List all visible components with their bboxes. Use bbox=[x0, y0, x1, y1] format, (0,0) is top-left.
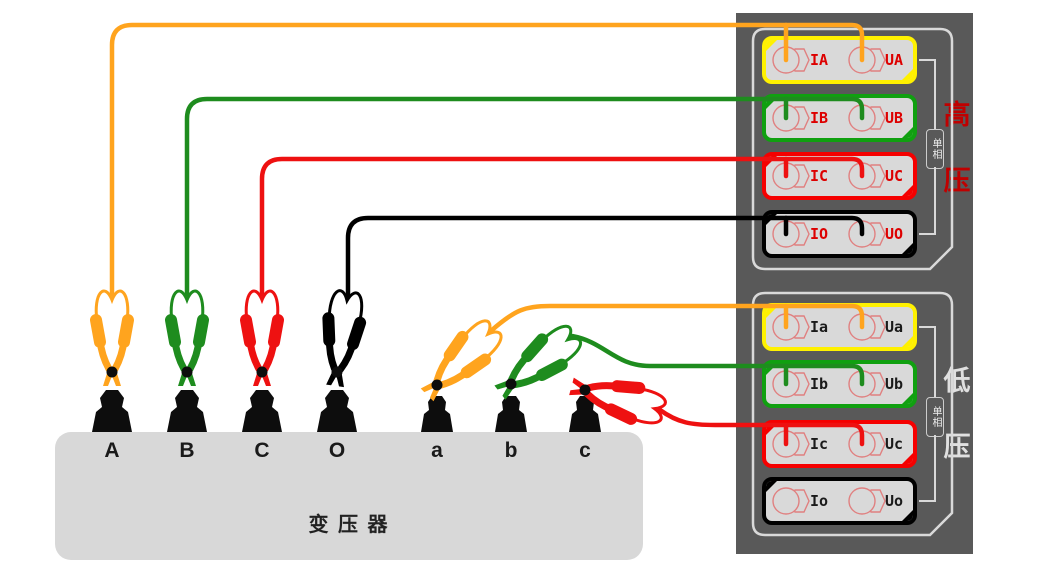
transformer-body bbox=[55, 432, 643, 560]
current-terminal-Io-icon bbox=[771, 485, 813, 517]
voltage-terminal-Uo-icon bbox=[847, 485, 889, 517]
terminal-label-Uo: Uo bbox=[885, 492, 904, 510]
terminal-label-Ub: Ub bbox=[885, 375, 904, 393]
terminal-label-Ia: Ia bbox=[810, 318, 829, 336]
terminal-block-Io-Uo: Io Uo bbox=[762, 477, 917, 525]
terminal-label-Uc: Uc bbox=[885, 435, 904, 453]
transformer-terminal-label-C: C bbox=[254, 439, 270, 462]
transformer-terminal-label-b: b bbox=[504, 439, 518, 462]
voltage-terminal-Ub-icon bbox=[847, 368, 889, 400]
transformer-terminal-label-a: a bbox=[431, 439, 443, 462]
terminal-label-Io: Io bbox=[810, 492, 829, 510]
low-voltage-side-label: 低 压 bbox=[943, 366, 971, 463]
terminal-label-Ib: Ib bbox=[810, 375, 829, 393]
terminal-label-Ic: Ic bbox=[810, 435, 829, 453]
terminal-block-Ib-Ub: Ib Ub bbox=[762, 360, 917, 408]
current-terminal-Ib-icon bbox=[771, 368, 813, 400]
transformer-terminal-label-A: A bbox=[104, 439, 120, 462]
terminal-block-Ic-Uc: Ic Uc bbox=[762, 420, 917, 468]
transformer-terminal-label-B: B bbox=[179, 439, 195, 462]
terminal-block-Ia-Ua: Ia Ua bbox=[762, 303, 917, 351]
transformer-terminal-label-O: O bbox=[328, 439, 346, 462]
voltage-terminal-Uc-icon bbox=[847, 428, 889, 460]
current-terminal-Ia-icon bbox=[771, 311, 813, 343]
current-terminal-Ic-icon bbox=[771, 428, 813, 460]
transformer-name-label: 变 压 器 bbox=[308, 514, 390, 536]
transformer-terminal-label-c: c bbox=[579, 439, 591, 462]
voltage-terminal-Ua-icon bbox=[847, 311, 889, 343]
terminal-label-Ua: Ua bbox=[885, 318, 904, 336]
